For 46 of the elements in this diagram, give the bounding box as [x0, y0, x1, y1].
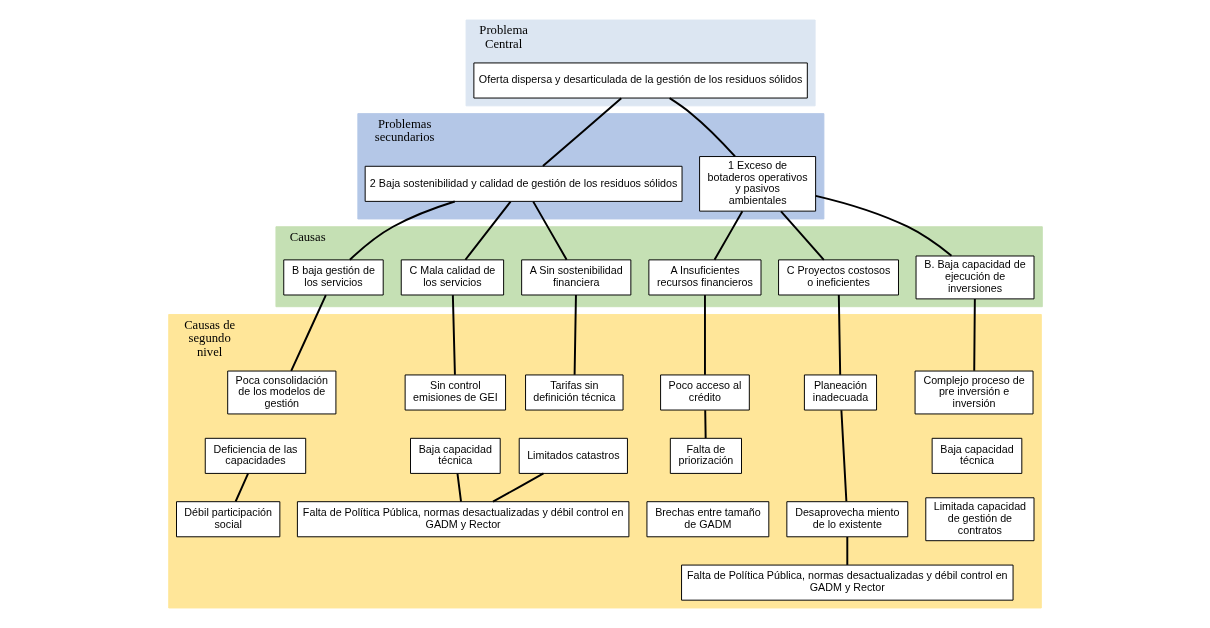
connector: [541, 97, 622, 168]
node-box: A Insuficientes recursos financieros: [647, 259, 761, 296]
connector: [845, 536, 848, 566]
node-box: Desaprovecha miento de lo existente: [785, 501, 908, 538]
node-box: B baja gestión de los servicios: [282, 259, 384, 296]
connector: [703, 409, 707, 440]
node-box: Oferta dispersa y desarticulada de la gestión de los residuos sólidos: [472, 62, 808, 99]
connector: [463, 200, 511, 261]
node-box: Poca consolidación de los modelos de gestión: [226, 370, 336, 415]
node-box: 2 Baja sostenibilidad y calidad de gestión de los residuos sólidos: [364, 165, 683, 202]
connector: [779, 210, 825, 261]
node-box: Tarifas sin definición técnica: [524, 374, 624, 411]
node-box: Limitada capacidad de gestión de contratos: [924, 497, 1034, 542]
node-box: Débil participación social: [175, 501, 280, 538]
node-box: B. Baja capacidad de ejecución de inversiones: [915, 255, 1034, 300]
connector: [839, 409, 847, 503]
node-box: Brechas entre tamaño de GADM: [645, 501, 769, 538]
connector: [713, 210, 743, 261]
node-box: C Mala calidad de los servicios: [400, 259, 504, 296]
connector: [837, 294, 841, 376]
node-box: Baja capacidad técnica: [931, 437, 1022, 474]
connector: [814, 194, 952, 257]
node-box: 1 Exceso de botaderos operativos y pasivos ambientales: [698, 156, 816, 212]
node-box: A Sin sostenibilidad financiera: [520, 259, 631, 296]
connector: [348, 200, 456, 261]
connector: [491, 472, 544, 503]
node-box: Falta de Política Pública, normas desactualizadas y débil control en GADM y Rector: [680, 564, 1014, 601]
node-box: Falta de Política Pública, normas desactualizadas y débil control en GADM y Rector: [296, 501, 629, 538]
connector: [451, 294, 456, 376]
node-box: Deficiencia de las capacidades: [204, 437, 306, 474]
connector: [972, 297, 976, 372]
connector: [289, 294, 327, 372]
node-box: C Proyectos costosos o ineficientes: [777, 259, 899, 296]
node-box: Planeación inadecuada: [803, 374, 877, 411]
connector: [456, 472, 462, 503]
connector: [703, 294, 706, 376]
node-box: Poco acceso al crédito: [659, 374, 750, 411]
node-box: Sin control emisiones de GEI: [404, 374, 506, 411]
node-box: Falta de priorización: [669, 437, 742, 474]
connector: [573, 294, 577, 376]
node-box: Limitados catastros: [518, 437, 628, 474]
connector: [234, 472, 249, 503]
node-box: Complejo proceso de pre inversión e inversión: [914, 370, 1034, 415]
node-box: Baja capacidad técnica: [409, 437, 501, 474]
connector: [531, 200, 568, 261]
connector: [668, 97, 736, 158]
